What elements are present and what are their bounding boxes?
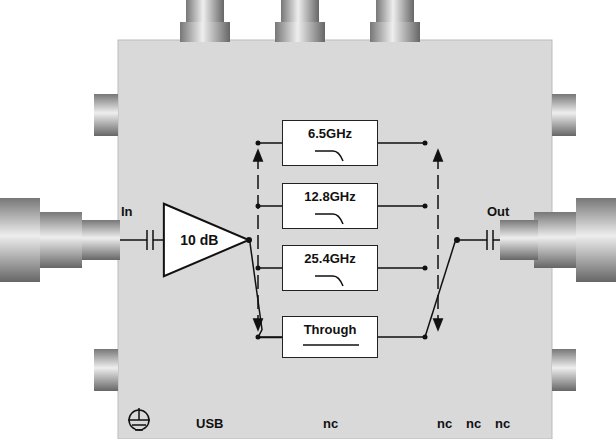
filter-label: 6.5GHz	[283, 121, 377, 141]
lowpass-symbol	[283, 211, 377, 225]
amplifier-triangle: 10 dB	[163, 203, 250, 277]
pin-label: nc	[437, 416, 452, 431]
port-label: In	[121, 204, 133, 219]
pin-label: nc	[323, 416, 338, 431]
filter-box: 25.4GHz	[282, 245, 378, 291]
gain-label: 10 dB	[180, 232, 218, 248]
through-symbol	[283, 340, 377, 354]
filter-box: Through	[282, 316, 378, 358]
filter-box: 6.5GHz	[282, 120, 378, 166]
ground-symbol	[128, 408, 150, 430]
filter-box: 12.8GHz	[282, 183, 378, 229]
switch-connector	[250, 240, 282, 338]
sma-connector-side	[94, 94, 576, 391]
filter-label: 12.8GHz	[283, 184, 377, 204]
lowpass-symbol	[283, 148, 377, 162]
port-label: Out	[487, 204, 509, 219]
filter-label: Through	[283, 317, 377, 337]
pin-label: USB	[196, 416, 223, 431]
pin-label: nc	[466, 416, 481, 431]
pin-label: nc	[495, 416, 510, 431]
switch-contacts	[246, 141, 460, 340]
filter-label: 25.4GHz	[283, 246, 377, 266]
wiring	[120, 143, 500, 337]
sma-connector-top	[180, 0, 420, 42]
lowpass-symbol	[283, 273, 377, 287]
